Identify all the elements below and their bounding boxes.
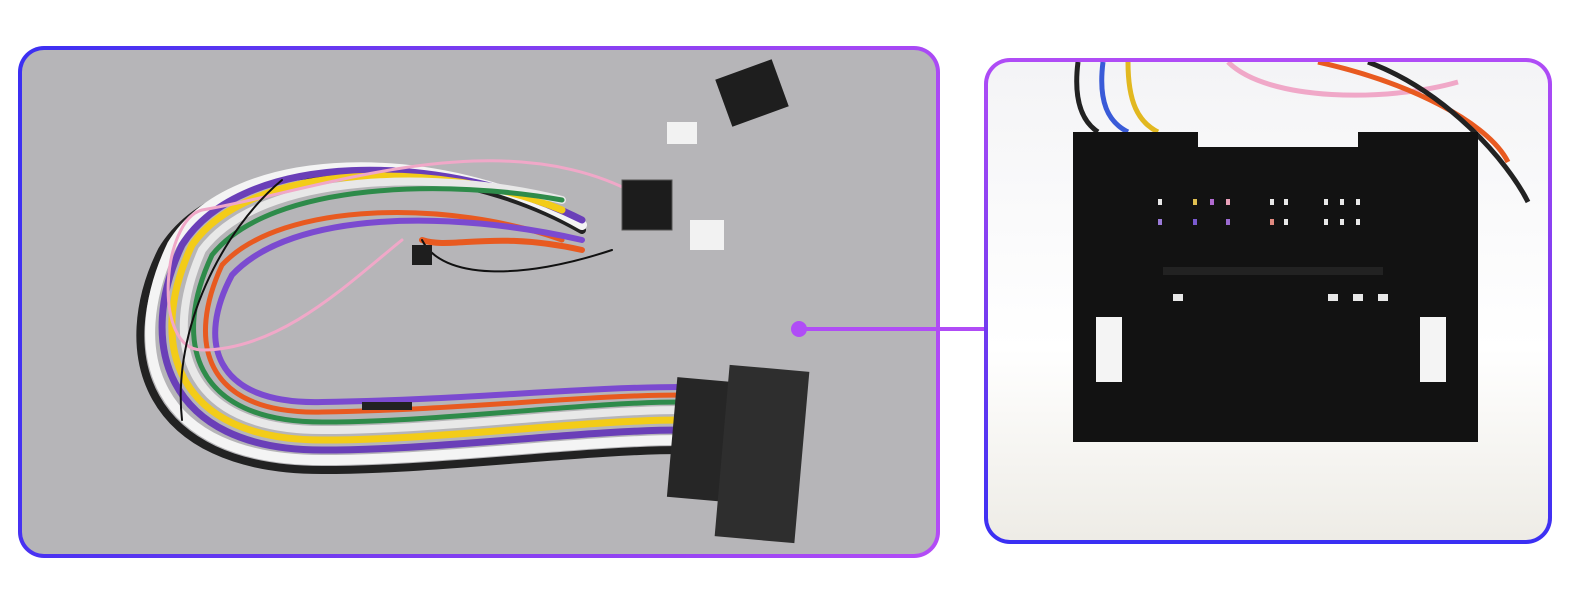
callout-dot	[791, 321, 807, 337]
harness-photo-panel	[18, 46, 940, 558]
wiring-harness-image	[136, 59, 810, 544]
connector-closeup-image	[1073, 62, 1531, 442]
callout-line	[800, 327, 986, 331]
connector-closeup-panel	[984, 58, 1552, 544]
